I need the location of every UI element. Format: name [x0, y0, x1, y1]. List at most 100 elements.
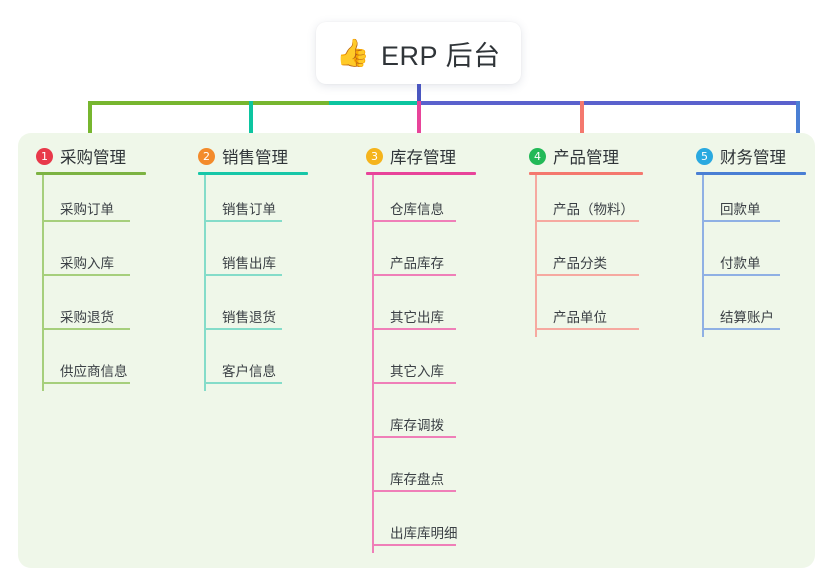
branch-badge-5: 5: [696, 147, 713, 165]
branch-header-3[interactable]: 3 库存管理: [348, 140, 476, 172]
branch-children-5: 回款单付款单结算账户: [702, 175, 806, 337]
root-node-title: ERP 后台: [381, 40, 501, 71]
leaf-node-underline: [42, 328, 130, 330]
branch-drop-3: [417, 101, 421, 137]
leaf-node-underline: [204, 220, 282, 222]
leaf-node[interactable]: 采购退货: [42, 283, 146, 337]
leaf-node-label: 其它出库: [390, 310, 444, 325]
leaf-node[interactable]: 采购订单: [42, 175, 146, 229]
leaf-node[interactable]: 结算账户: [702, 283, 806, 337]
leaf-node-underline: [702, 274, 780, 276]
leaf-node-underline: [535, 274, 639, 276]
root-node[interactable]: 👍 ERP 后台: [316, 22, 521, 84]
leaf-node[interactable]: 销售出库: [204, 229, 308, 283]
leaf-node[interactable]: 仓库信息: [372, 175, 476, 229]
leaf-node-underline: [42, 382, 130, 384]
leaf-node-underline: [372, 490, 456, 492]
leaf-node[interactable]: 付款单: [702, 229, 806, 283]
leaf-node-label: 采购入库: [60, 256, 114, 271]
leaf-node[interactable]: 产品库存: [372, 229, 476, 283]
leaf-node-underline: [372, 274, 456, 276]
branch-spine-2: [204, 175, 206, 391]
thumbs-up-emoji: 👍: [336, 37, 371, 68]
root-node-content: 👍 ERP 后台: [336, 34, 500, 73]
leaf-node-underline: [702, 220, 780, 222]
leaf-node-underline: [42, 220, 130, 222]
leaf-node[interactable]: 销售退货: [204, 283, 308, 337]
branch-title-5: 财务管理: [720, 149, 786, 167]
leaf-node-underline: [204, 382, 282, 384]
branch-spine-3: [372, 175, 374, 553]
leaf-node-label: 出库库明细: [390, 526, 458, 541]
leaf-node[interactable]: 供应商信息: [42, 337, 146, 391]
branch-underline-1: [36, 172, 146, 175]
leaf-node-label: 产品分类: [553, 256, 607, 271]
branch-underline-5: [696, 172, 806, 175]
leaf-node-label: 回款单: [720, 202, 761, 217]
branch-spine-5: [702, 175, 704, 337]
diagram-panel: [18, 133, 815, 568]
leaf-node-label: 供应商信息: [60, 364, 128, 379]
branch-title-3: 库存管理: [390, 149, 456, 167]
branch-underline-3: [366, 172, 476, 175]
leaf-node[interactable]: 销售订单: [204, 175, 308, 229]
branch-header-1[interactable]: 1 采购管理: [18, 140, 146, 172]
branch-column-5: 5 财务管理回款单付款单结算账户: [678, 140, 806, 337]
leaf-node-underline: [372, 544, 456, 546]
branch-header-5[interactable]: 5 财务管理: [678, 140, 806, 172]
leaf-node-label: 产品库存: [390, 256, 444, 271]
leaf-node[interactable]: 回款单: [702, 175, 806, 229]
leaf-node-underline: [204, 328, 282, 330]
branch-column-1: 1 采购管理采购订单采购入库采购退货供应商信息: [18, 140, 146, 391]
leaf-node[interactable]: 产品（物料）: [535, 175, 643, 229]
root-stem-connector: [417, 84, 421, 103]
leaf-node[interactable]: 客户信息: [204, 337, 308, 391]
branch-children-4: 产品（物料） 产品分类产品单位: [535, 175, 643, 337]
trunk-bar-teal: [329, 101, 419, 105]
leaf-node[interactable]: 产品单位: [535, 283, 643, 337]
leaf-node-underline: [372, 328, 456, 330]
leaf-node[interactable]: 库存调拨: [372, 391, 476, 445]
branch-title-4: 产品管理: [553, 149, 619, 167]
leaf-node-label: 库存调拨: [390, 418, 444, 433]
trunk-bar-green: [88, 101, 331, 105]
leaf-node[interactable]: 出库库明细: [372, 499, 476, 553]
leaf-node[interactable]: 其它出库: [372, 283, 476, 337]
leaf-node-label: 销售出库: [222, 256, 276, 271]
leaf-node-underline: [42, 274, 130, 276]
leaf-node-label: 付款单: [720, 256, 761, 271]
leaf-node[interactable]: 库存盘点: [372, 445, 476, 499]
leaf-node-underline: [372, 220, 456, 222]
branch-underline-4: [529, 172, 643, 175]
leaf-node-label: 仓库信息: [390, 202, 444, 217]
branch-column-3: 3 库存管理仓库信息产品库存其它出库其它入库库存调拨库存盘点出库库明细: [348, 140, 476, 553]
trunk-bar-blue: [417, 101, 800, 105]
branch-children-3: 仓库信息产品库存其它出库其它入库库存调拨库存盘点出库库明细: [372, 175, 476, 553]
branch-title-2: 销售管理: [222, 149, 288, 167]
leaf-node-label: 结算账户: [720, 310, 774, 325]
leaf-node-label: 客户信息: [222, 364, 276, 379]
branch-drop-1: [88, 101, 92, 137]
branch-badge-1: 1: [36, 147, 53, 165]
leaf-node[interactable]: 产品分类: [535, 229, 643, 283]
leaf-node-underline: [702, 328, 780, 330]
leaf-node-underline: [535, 328, 639, 330]
branch-underline-2: [198, 172, 308, 175]
leaf-node[interactable]: 其它入库: [372, 337, 476, 391]
leaf-node-underline: [535, 220, 639, 222]
branch-badge-3: 3: [366, 147, 383, 165]
leaf-node-underline: [372, 436, 456, 438]
leaf-node-label: 产品单位: [553, 310, 607, 325]
leaf-node[interactable]: 采购入库: [42, 229, 146, 283]
branch-drop-2: [249, 101, 253, 137]
leaf-node-label: 采购退货: [60, 310, 114, 325]
branch-spine-4: [535, 175, 537, 337]
leaf-node-label: 销售退货: [222, 310, 276, 325]
branch-title-1: 采购管理: [60, 149, 126, 167]
leaf-node-label: 其它入库: [390, 364, 444, 379]
